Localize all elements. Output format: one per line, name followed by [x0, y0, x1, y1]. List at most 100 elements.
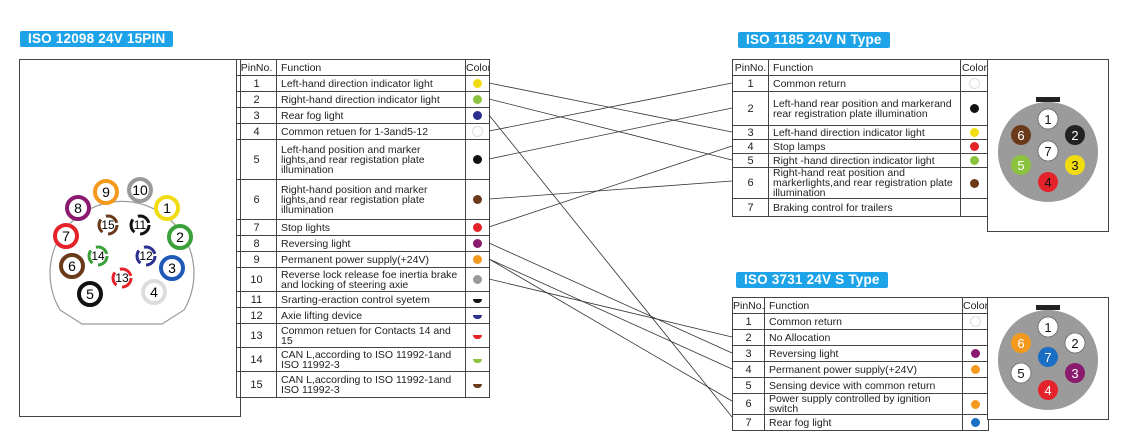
wire-to-n-type	[488, 145, 733, 228]
pin-function: CAN L,according to ISO 11992-1and ISO 11…	[276, 347, 466, 372]
wire-to-s-type	[488, 258, 733, 402]
wire-color-swatch	[473, 358, 482, 363]
pin-2-contact	[1064, 332, 1086, 354]
pin-8-ring	[65, 195, 91, 221]
wire-color-swatch	[473, 334, 482, 339]
wire-color-swatch	[971, 365, 980, 375]
pin-1-label: 1	[163, 200, 171, 216]
wire-color-swatch	[473, 111, 482, 121]
pin-15-label: 15	[101, 218, 115, 232]
pin-1-contact	[1037, 108, 1059, 130]
header-color: Color	[465, 59, 490, 76]
pin-9-label: 9	[102, 184, 110, 200]
pin-13-label: 13	[115, 271, 129, 285]
pin-2-label: 2	[1071, 128, 1078, 143]
wire-color-cell	[465, 139, 490, 180]
pin-9-ring	[93, 179, 119, 205]
pin-7-label: 7	[62, 228, 70, 244]
pin-4-ring	[141, 279, 167, 305]
wire-color-swatch	[970, 156, 979, 166]
pin-4-label: 4	[1044, 175, 1051, 190]
pin-5-label: 5	[1017, 366, 1024, 381]
pin-2-label: 2	[1071, 336, 1078, 351]
pin-10-ring	[127, 177, 153, 203]
pin-6-ring	[59, 253, 85, 279]
wire-to-s-type	[488, 258, 733, 370]
pin-number: 13	[236, 323, 277, 348]
wire-to-s-type	[488, 278, 733, 338]
pin-6-label: 6	[1017, 336, 1024, 351]
pin-5-ring	[77, 281, 103, 307]
pin-12-label: 12	[139, 249, 153, 263]
wire-color-swatch	[473, 79, 482, 89]
iso12098-title: ISO 12098 24V 15PIN	[20, 31, 174, 47]
wire-color-swatch	[473, 95, 482, 105]
pin-function: Reverse lock release foe inertia brake a…	[276, 267, 466, 292]
pin-7-ring	[53, 223, 79, 249]
wire-to-n-type	[488, 107, 733, 160]
wire-color-swatch	[971, 349, 980, 359]
wire-color-swatch	[970, 104, 979, 114]
pin-function: Left-hand rear position and markerand re…	[768, 91, 961, 126]
pin-function: Right-hand reat position and markerlight…	[768, 167, 961, 199]
wire-color-swatch	[473, 239, 482, 249]
pin-4-label: 4	[1044, 383, 1051, 398]
wire-to-s-type	[488, 114, 733, 418]
wire-color-swatch	[473, 314, 482, 319]
pin-5-label: 5	[86, 286, 94, 302]
pin-7-contact	[1037, 140, 1059, 162]
pin-3-contact	[1065, 363, 1085, 383]
wire-color-cell	[465, 251, 490, 268]
pin-15-ring	[97, 214, 119, 236]
wire-to-n-type	[488, 98, 733, 161]
pin-3-label: 3	[1071, 158, 1078, 173]
pin-3-label: 3	[1071, 366, 1078, 381]
pin-7-contact	[1038, 347, 1058, 367]
pin-1-label: 1	[1044, 112, 1051, 127]
wire-color-swatch	[473, 223, 482, 233]
iso3731-title: ISO 3731 24V S Type	[736, 272, 888, 288]
wire-color-cell	[465, 219, 490, 236]
pin-11-ring	[129, 214, 151, 236]
wire-color-cell	[465, 347, 490, 372]
wire-color-swatch	[473, 155, 482, 165]
pin-13-ring	[111, 267, 133, 289]
pin-5-contact	[1010, 362, 1032, 384]
wire-color-cell	[465, 371, 490, 398]
wire-to-n-type	[488, 180, 733, 200]
wire-to-s-type	[488, 242, 733, 354]
pin-2-contact	[1065, 125, 1085, 145]
pin-5-label: 5	[1017, 158, 1024, 173]
wire-color-swatch	[473, 275, 482, 285]
pin-2-label: 2	[176, 229, 184, 245]
pin-function: CAN L,according to ISO 11992-1and ISO 11…	[276, 371, 466, 398]
wire-color-cell	[962, 414, 989, 431]
pin-8-label: 8	[74, 200, 82, 216]
wire-color-swatch	[473, 383, 482, 388]
pin-number: 14	[236, 347, 277, 372]
pin-6-label: 6	[1017, 128, 1024, 143]
wire-to-n-type	[488, 82, 733, 133]
pin-6-contact	[1011, 333, 1031, 353]
wire-color-swatch	[970, 316, 981, 327]
wire-color-swatch	[970, 178, 979, 188]
pin-11-label: 11	[134, 218, 147, 232]
pin-6-contact	[1011, 125, 1031, 145]
pin-3-contact	[1065, 155, 1085, 175]
